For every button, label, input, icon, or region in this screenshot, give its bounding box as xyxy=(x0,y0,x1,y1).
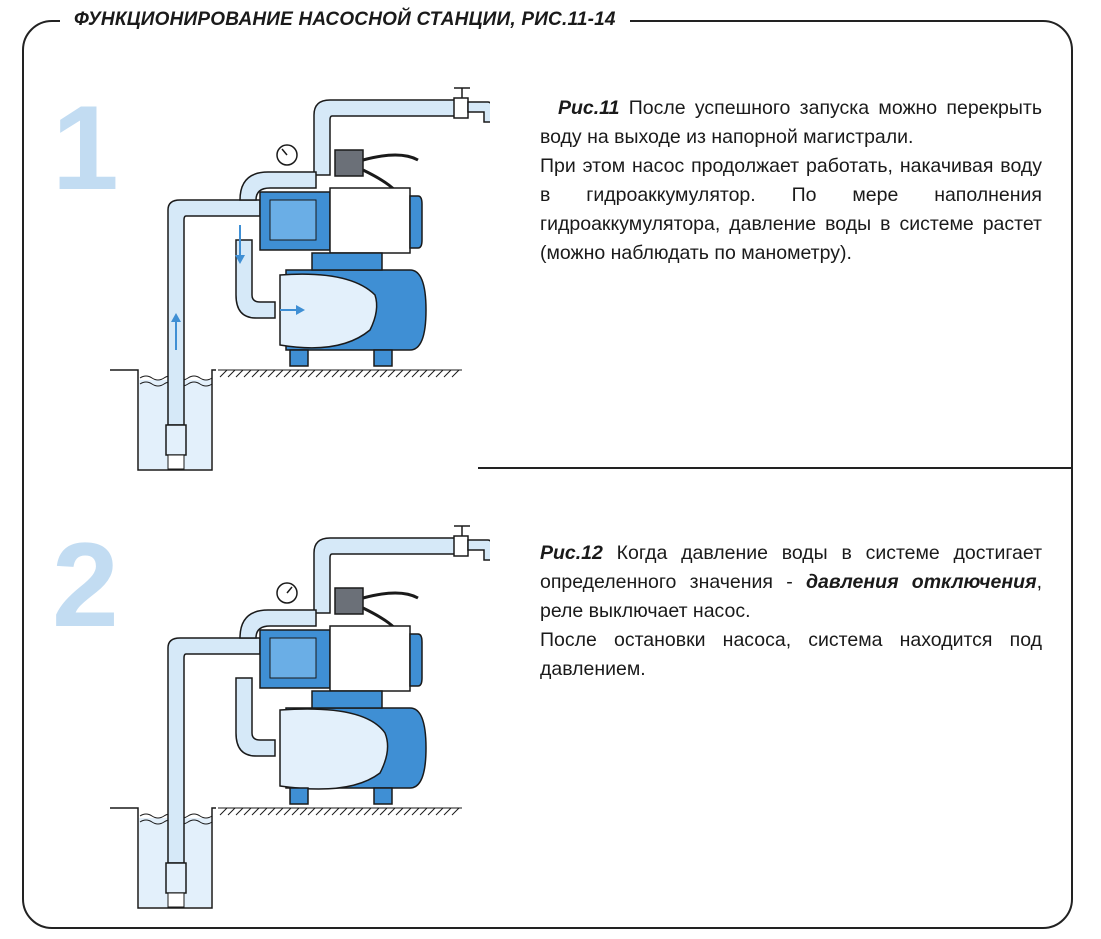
step-number-1: 1 xyxy=(52,81,119,215)
pump-station-illustration-2 xyxy=(110,525,490,909)
panel-2-paragraph-2: После остановки насоса, система находитс… xyxy=(540,629,1042,680)
foot-valve xyxy=(165,862,187,894)
panel-2-text: Рис.12 Когда давление воды в системе дос… xyxy=(540,539,1042,684)
section-divider xyxy=(478,467,1073,469)
pressure-switch xyxy=(334,149,364,177)
pump-motor xyxy=(329,187,411,254)
panel-2-text-after: , реле выключает насос. xyxy=(540,571,1042,622)
suction-pipe xyxy=(167,199,261,426)
pressure-switch xyxy=(334,587,364,615)
tap-icon xyxy=(453,525,490,561)
pump-station-illustration-1 xyxy=(110,87,490,471)
panel-1-text: Рис.11 После успешного запуска можно пер… xyxy=(540,94,1042,268)
tap-icon xyxy=(453,87,490,123)
strainer xyxy=(167,892,185,908)
step-number-2: 2 xyxy=(52,518,119,652)
figure-label-1: Рис.11 xyxy=(558,97,620,119)
cutoff-pressure-emphasis: давления отключения xyxy=(805,571,1037,593)
panel-1-paragraph-1: После успешного запуска можно перекрыть … xyxy=(540,97,1042,148)
foot-valve xyxy=(165,424,187,456)
well xyxy=(110,369,216,471)
figure-label-2: Рис.12 xyxy=(540,542,603,564)
pump-motor xyxy=(329,625,411,692)
page-title: ФУНКЦИОНИРОВАНИЕ НАСОСНОЙ СТАНЦИИ, РИС.1… xyxy=(60,4,630,36)
strainer xyxy=(167,454,185,470)
panel-2-text-before: Когда давление воды в системе достигает … xyxy=(540,542,1042,593)
panel-1-paragraph-2: При этом насос продолжает работать, нака… xyxy=(540,155,1042,264)
ground xyxy=(218,369,462,378)
